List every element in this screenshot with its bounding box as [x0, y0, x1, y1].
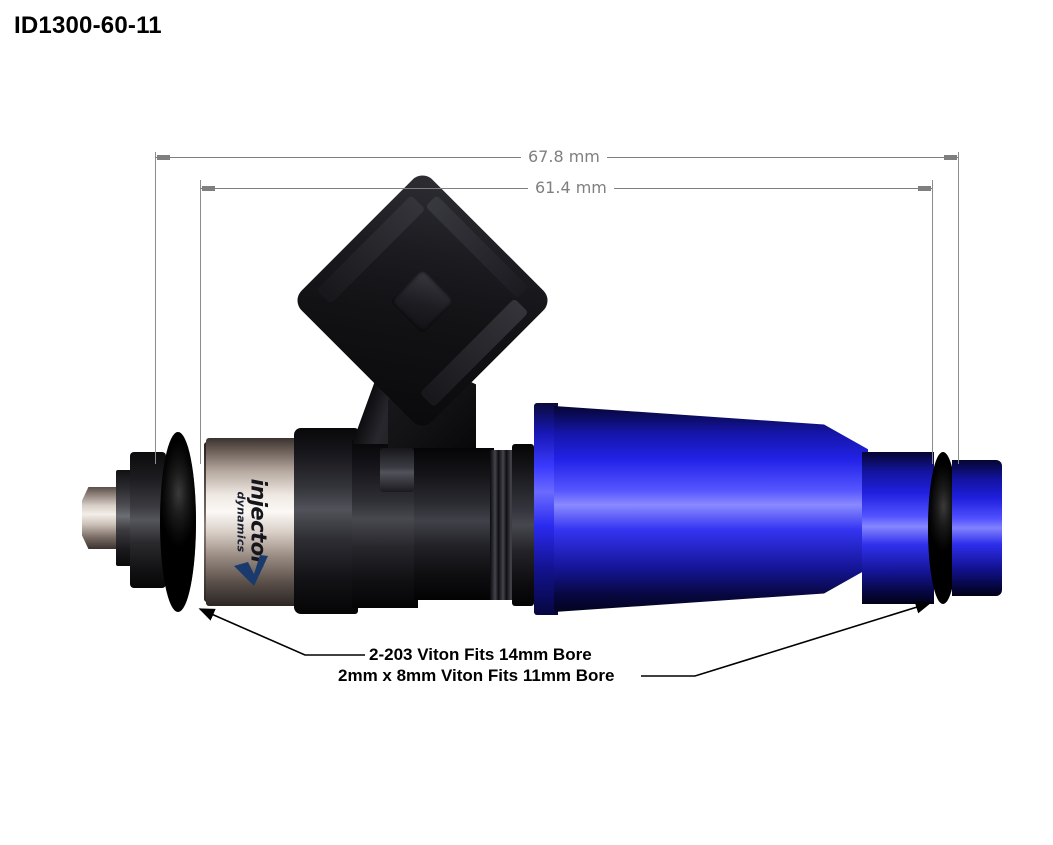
- dim-ext-right-outer: [958, 152, 959, 464]
- injector-body-main: [294, 428, 358, 614]
- oring-lower: [160, 432, 196, 612]
- page-title: ID1300-60-11: [14, 12, 162, 39]
- oring-left-callout: 2-203 Viton Fits 14mm Bore: [369, 645, 592, 664]
- dim-arrow-right-outer: [944, 155, 957, 160]
- dim-label-overall: 67.8 mm: [521, 147, 607, 166]
- injector-body-step: [414, 448, 494, 600]
- dim-arrow-left-outer: [157, 155, 170, 160]
- injector-body-flange: [512, 444, 534, 606]
- dim-label-body: 61.4 mm: [528, 178, 614, 197]
- brand-logo: injector dynamics: [206, 438, 298, 606]
- oring-right-callout: 2mm x 8mm Viton Fits 11mm Bore: [338, 666, 615, 685]
- dim-ext-left-outer: [155, 152, 156, 464]
- injector-body-tab: [380, 448, 414, 492]
- dim-arrow-right-inner: [918, 186, 931, 191]
- blue-adapter-cap: [952, 460, 1002, 596]
- blue-adapter-cone: [554, 406, 868, 612]
- logo-delta-mark: [234, 555, 268, 586]
- dim-ext-left-inner: [200, 180, 201, 464]
- injector-body-ribs: [490, 450, 516, 600]
- dim-ext-right-inner: [932, 180, 933, 464]
- blue-adapter-cylinder: [862, 452, 934, 604]
- dim-arrow-left-inner: [202, 186, 215, 191]
- nozzle-tip: [82, 487, 122, 549]
